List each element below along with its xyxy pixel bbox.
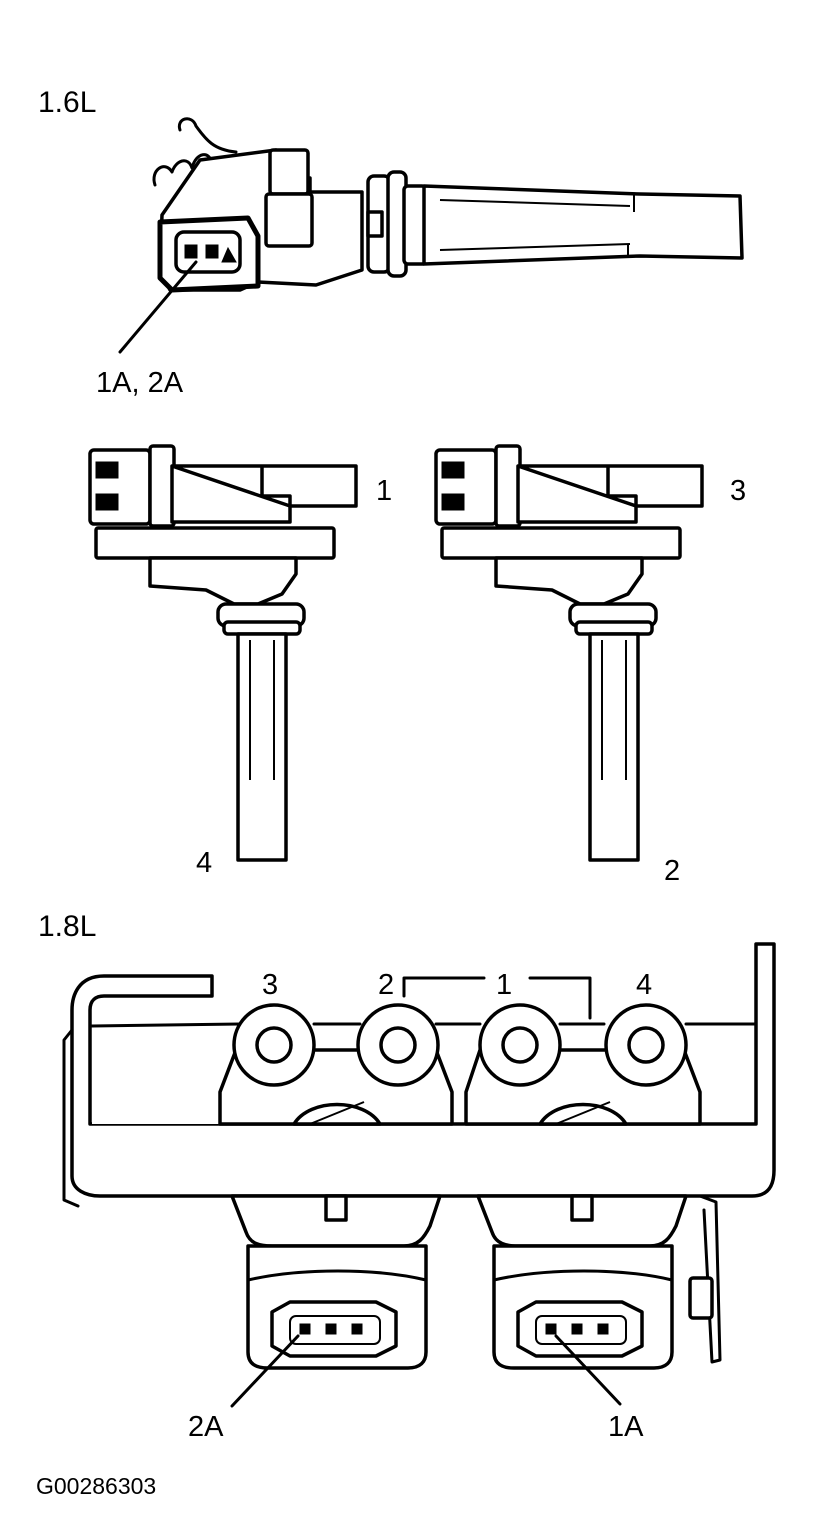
leader-line-1a-2a (118, 260, 198, 354)
coil-vertical-right (434, 444, 704, 862)
callout-2a: 2A (188, 1411, 224, 1443)
section-label-1-6l: 1.6L (38, 86, 96, 119)
callout-tower-3: 3 (262, 969, 278, 1001)
callout-1a-2a: 1A, 2A (96, 367, 184, 399)
callout-right-coil-3: 3 (730, 475, 746, 507)
leader-line-1a (554, 1334, 622, 1406)
callout-left-coil-4: 4 (196, 847, 212, 879)
leader-line-2a (230, 1334, 300, 1408)
coil-vertical-left (88, 444, 358, 862)
callout-tower-2: 2 (378, 969, 394, 1001)
figure-code: G00286303 (36, 1473, 156, 1499)
coil-pack-1-8l (62, 942, 776, 1370)
callout-1a: 1A (608, 1411, 644, 1443)
callout-left-coil-1: 1 (376, 475, 392, 507)
callout-tower-1: 1 (496, 969, 512, 1001)
callout-right-coil-2: 2 (664, 855, 680, 887)
coil-pack-horizontal (152, 117, 744, 293)
callout-tower-4: 4 (636, 969, 652, 1001)
section-label-1-8l: 1.8L (38, 910, 96, 943)
bracket-2-1 (402, 976, 592, 1020)
